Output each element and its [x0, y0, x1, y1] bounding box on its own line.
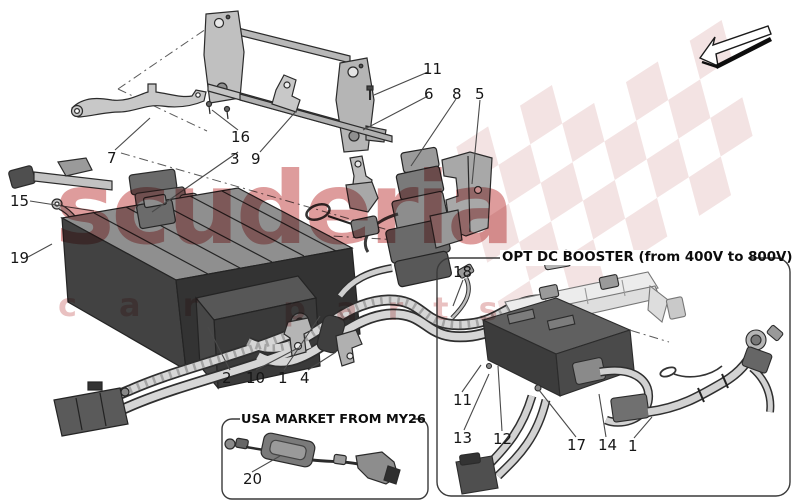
dc-booster-section-title: OPT DC BOOSTER (from 400V to 800V): [502, 250, 793, 265]
part-number-label: 20: [243, 470, 263, 488]
part-number-label: 4: [300, 369, 310, 387]
part-number-label: 12: [493, 430, 513, 448]
front-frame-drawing: [203, 10, 393, 213]
part-number-label: 10: [246, 369, 266, 387]
bracket-7-drawing: [70, 83, 207, 118]
part-number-label: 2: [222, 369, 232, 387]
part-number-label: 19: [10, 249, 30, 267]
leader-lines: [27, 71, 653, 473]
bottom-left-connector-drawing: [53, 381, 130, 437]
part-number-label: 1: [628, 437, 638, 455]
part-number-label: 14: [598, 436, 618, 454]
part-number-label: 13: [453, 429, 473, 447]
part-number-label: 9: [251, 150, 261, 168]
part-number-label: 3: [230, 150, 240, 168]
bracket-5-8-drawing: [429, 151, 493, 249]
charge-cable-drawing: [224, 432, 401, 485]
part-number-label: 18: [453, 263, 473, 281]
part-number-label: 15: [10, 192, 30, 210]
direction-arrow-icon: [698, 25, 773, 70]
part-number-label: 7: [107, 149, 117, 167]
part-number-label: 6: [424, 85, 434, 103]
part-number-label: 16: [231, 128, 251, 146]
part-number-label: 11: [453, 391, 473, 409]
part-number-label: 17: [567, 436, 587, 454]
part-number-label: 1: [278, 369, 288, 387]
usa-market-section-title: USA MARKET FROM MY26: [241, 412, 426, 427]
part-number-label: 8: [452, 85, 462, 103]
part-number-label: 11: [423, 60, 443, 78]
clamps-10-4-drawing: [283, 314, 363, 367]
dc-booster-drawing: [450, 249, 784, 495]
part-number-label: 5: [475, 85, 485, 103]
